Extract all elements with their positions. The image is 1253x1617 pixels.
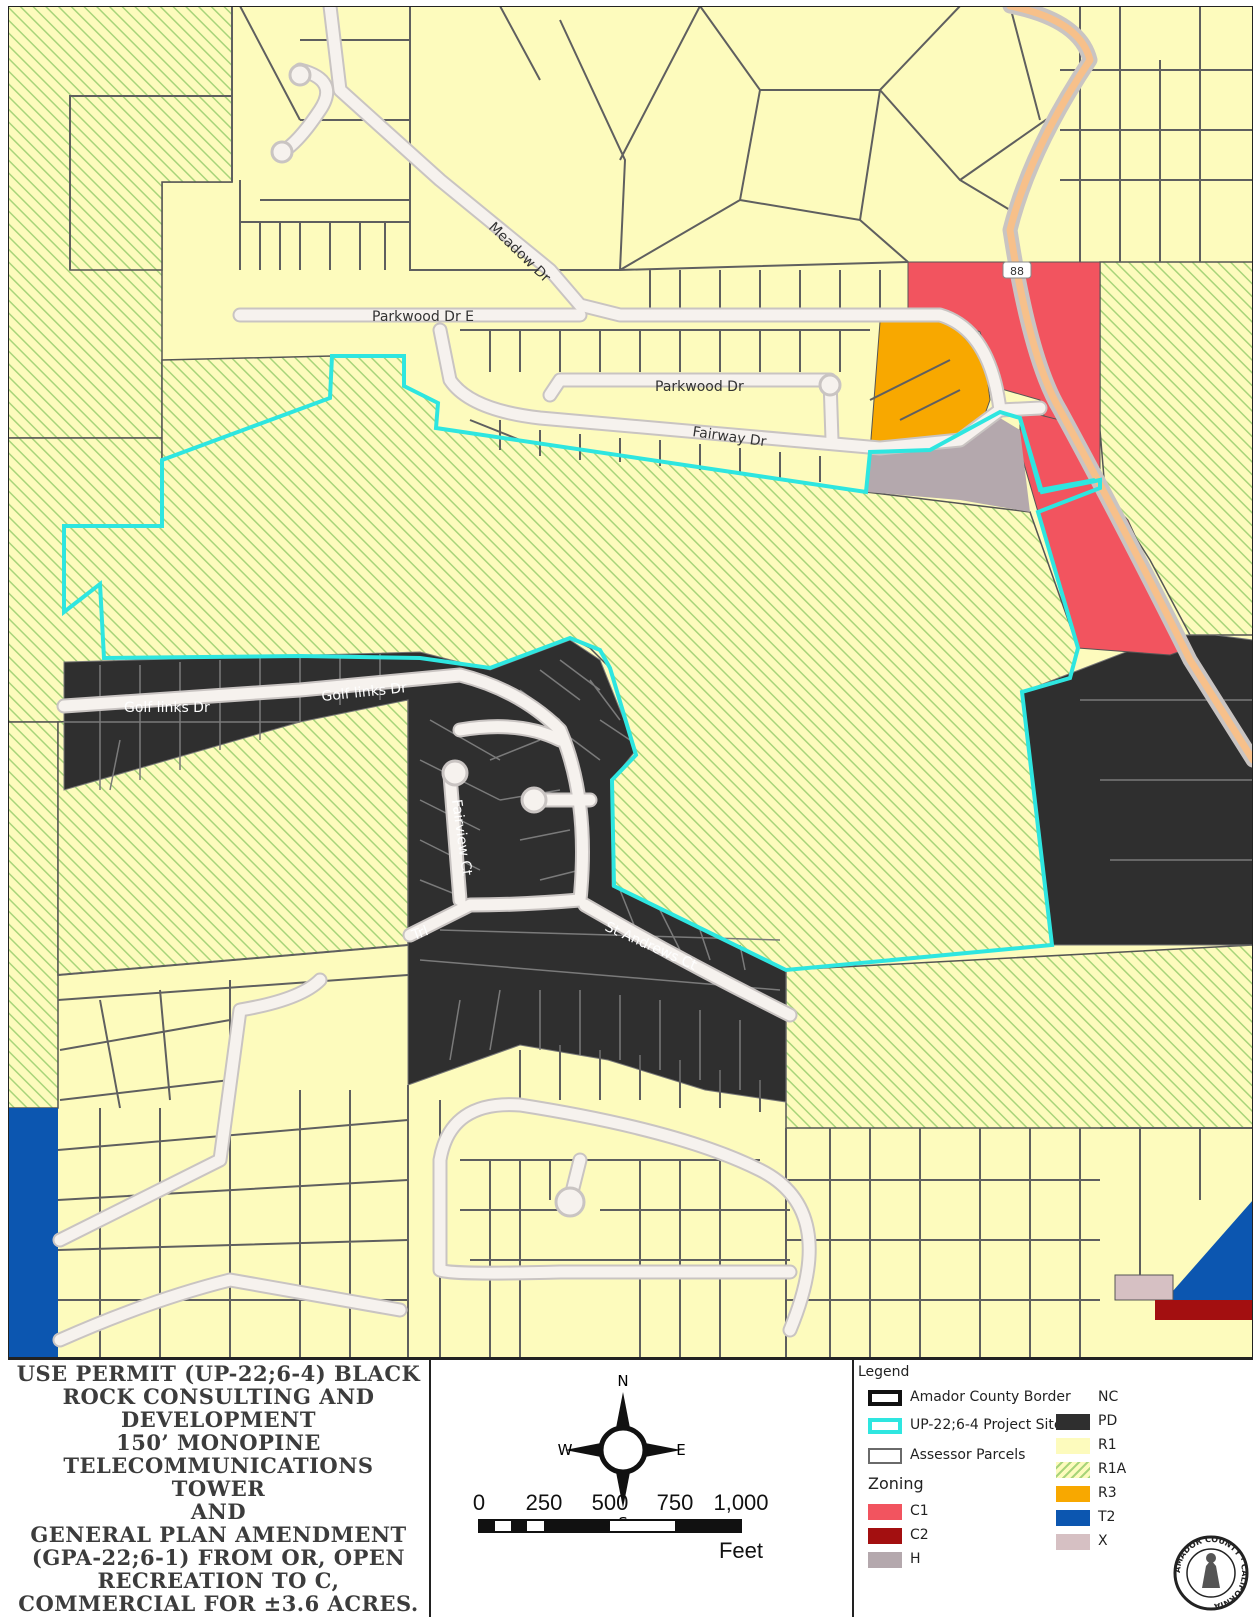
road-label-parkwood-e: Parkwood Dr E <box>372 309 474 325</box>
highway-88-shield: 88 <box>1002 261 1032 279</box>
scale-tick-label: 500 <box>592 1490 629 1515</box>
c2-zone <box>1155 1300 1253 1320</box>
title-line: TELECOMMUNICATIONS TOWER <box>63 1453 374 1501</box>
h-zone <box>866 418 1030 512</box>
road-label-golf-links-1: Golf links Dr <box>124 700 210 716</box>
title-line: COMMERCIAL FOR ±3.6 ACRES. <box>18 1591 419 1616</box>
r1a-swatch <box>1056 1462 1090 1478</box>
r3-swatch <box>1056 1486 1090 1502</box>
legend-label: Amador County Border <box>910 1389 1071 1405</box>
pd-swatch <box>1056 1414 1090 1430</box>
r1-swatch <box>1056 1438 1090 1454</box>
title-line: USE PERMIT (UP-22;6-4) BLACK <box>16 1361 421 1386</box>
scale-tick-label: 0 <box>473 1490 485 1515</box>
title-line: AND <box>190 1499 247 1524</box>
legend-label: R1A <box>1098 1461 1127 1477</box>
project-site-inner-outline <box>1018 417 1096 493</box>
scale-bar: 0 250 500 750 1,000 Feet <box>473 1490 769 1563</box>
legend-heading: Legend <box>858 1364 910 1380</box>
legend-label: NC <box>1098 1389 1119 1405</box>
title-line: RECREATION TO C, <box>97 1568 340 1593</box>
svg-text:88: 88 <box>1010 265 1024 278</box>
x-zone <box>1114 1274 1174 1301</box>
legend-label: T2 <box>1098 1509 1116 1525</box>
road-label-parkwood: Parkwood Dr <box>655 379 744 395</box>
legend-label: C1 <box>910 1503 929 1519</box>
county-border-swatch <box>868 1390 902 1406</box>
assessor-parcels <box>57 6 1253 1358</box>
compass-e: E <box>676 1441 685 1459</box>
title-line: ROCK CONSULTING AND <box>62 1384 375 1409</box>
legend-label: PD <box>1098 1413 1118 1429</box>
x-swatch <box>1056 1534 1090 1550</box>
legend-label: R3 <box>1098 1485 1117 1501</box>
pd-zones <box>63 634 1253 1103</box>
project-site-swatch <box>868 1418 902 1434</box>
zoning-heading: Zoning <box>868 1474 924 1493</box>
road-label-trl: Trl <box>409 923 431 944</box>
compass-scale-panel: N S W E 0 250 500 750 1,000 Feet <box>431 1358 854 1617</box>
legend-label: Assessor Parcels <box>910 1447 1026 1463</box>
legend-panel: Legend Amador County Border UP-22;6-4 Pr… <box>854 1358 1253 1617</box>
c2-swatch <box>868 1528 902 1544</box>
zoning-map[interactable]: 88 Meadow Dr Parkwood Dr E Parkwood Dr F… <box>8 6 1253 1358</box>
c1-swatch <box>868 1504 902 1520</box>
legend-label: H <box>910 1551 921 1567</box>
legend-label: R1 <box>1098 1437 1117 1453</box>
title-line: (GPA-22;6-1) FROM OR, OPEN <box>31 1545 406 1570</box>
compass-rose-icon: N S W E 0 250 500 750 1,000 Feet <box>473 1372 769 1563</box>
map-title: USE PERMIT (UP-22;6-4) BLACK ROCK CONSUL… <box>8 1362 429 1615</box>
title-line: GENERAL PLAN AMENDMENT <box>30 1522 407 1547</box>
scale-tick-label: 1,000 <box>713 1490 768 1515</box>
t2-zones <box>8 1108 1253 1358</box>
r1a-zones <box>8 6 1253 1129</box>
scale-tick-label: 750 <box>657 1490 694 1515</box>
parcels-swatch <box>868 1448 902 1464</box>
pd-parcels <box>64 654 1253 1090</box>
h-swatch <box>868 1552 902 1568</box>
legend-label: UP-22;6-4 Project Site <box>910 1417 1063 1433</box>
legend-label: X <box>1098 1533 1108 1549</box>
scale-tick-label: 250 <box>526 1490 563 1515</box>
title-line: DEVELOPMENT <box>121 1407 316 1432</box>
title-panel: USE PERMIT (UP-22;6-4) BLACK ROCK CONSUL… <box>8 1358 431 1617</box>
compass-n: N <box>617 1372 628 1390</box>
scale-unit: Feet <box>719 1538 763 1563</box>
t2-swatch <box>1056 1510 1090 1526</box>
county-seal-icon: AMADOR COUNTY · CALIFORNIA <box>1173 1535 1249 1611</box>
title-line: 150’ MONOPINE <box>116 1430 321 1455</box>
compass-w: W <box>558 1441 573 1459</box>
legend-label: C2 <box>910 1527 929 1543</box>
project-site-outline[interactable] <box>62 354 1102 973</box>
